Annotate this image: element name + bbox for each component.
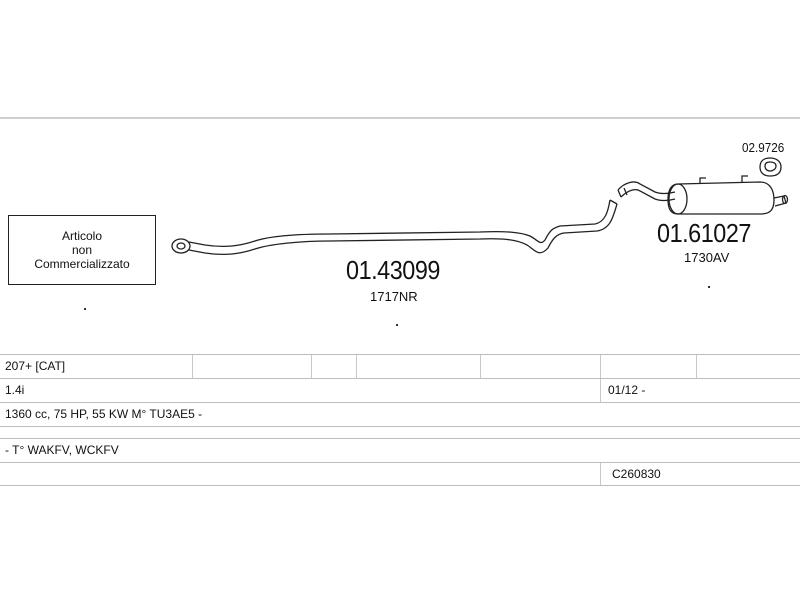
notice-line-1: Articolo	[61, 229, 102, 243]
production-period: 01/12 -	[608, 383, 646, 397]
not-commercialized-notice: Articolo non Commercializzato	[8, 215, 156, 285]
rear-muffler-ref: 1730AV	[684, 250, 730, 265]
table-row: 1360 cc, 75 HP, 55 KW M° TU3AE5 -	[0, 402, 800, 426]
notice-line-2: non	[71, 243, 93, 257]
rubber-hanger-code[interactable]: 02.9726	[742, 140, 785, 155]
middle-pipe-code[interactable]: 01.43099	[346, 255, 441, 285]
top-border	[0, 117, 800, 119]
table-row: 207+ [CAT]	[0, 354, 800, 378]
engine-displacement: 1.4i	[5, 383, 25, 397]
type-codes: - T° WAKFV, WCKFV	[5, 443, 119, 457]
vehicle-model: 207+ [CAT]	[5, 359, 66, 373]
application-table: 207+ [CAT] 1.4i 01/12 - 1360 cc, 75 HP, …	[0, 354, 800, 486]
marker-dot	[708, 286, 710, 288]
table-row: - T° WAKFV, WCKFV	[0, 438, 800, 462]
engine-specs: 1360 cc, 75 HP, 55 KW M° TU3AE5 -	[5, 407, 203, 421]
notice-line-3: Commercializzato	[34, 257, 130, 271]
table-row	[0, 426, 800, 438]
middle-pipe-ref: 1717NR	[370, 289, 418, 304]
rubber-hanger-drawing	[759, 157, 782, 177]
approval-code: C260830	[612, 467, 661, 481]
table-row: C260830	[0, 462, 800, 486]
table-row: 1.4i 01/12 -	[0, 378, 800, 402]
exhaust-diagram	[171, 157, 789, 256]
middle-pipe-drawing	[171, 199, 618, 256]
marker-dot	[84, 308, 86, 310]
marker-dot	[396, 324, 398, 326]
rear-muffler-drawing	[617, 175, 789, 215]
rear-muffler-code[interactable]: 01.61027	[657, 218, 752, 248]
